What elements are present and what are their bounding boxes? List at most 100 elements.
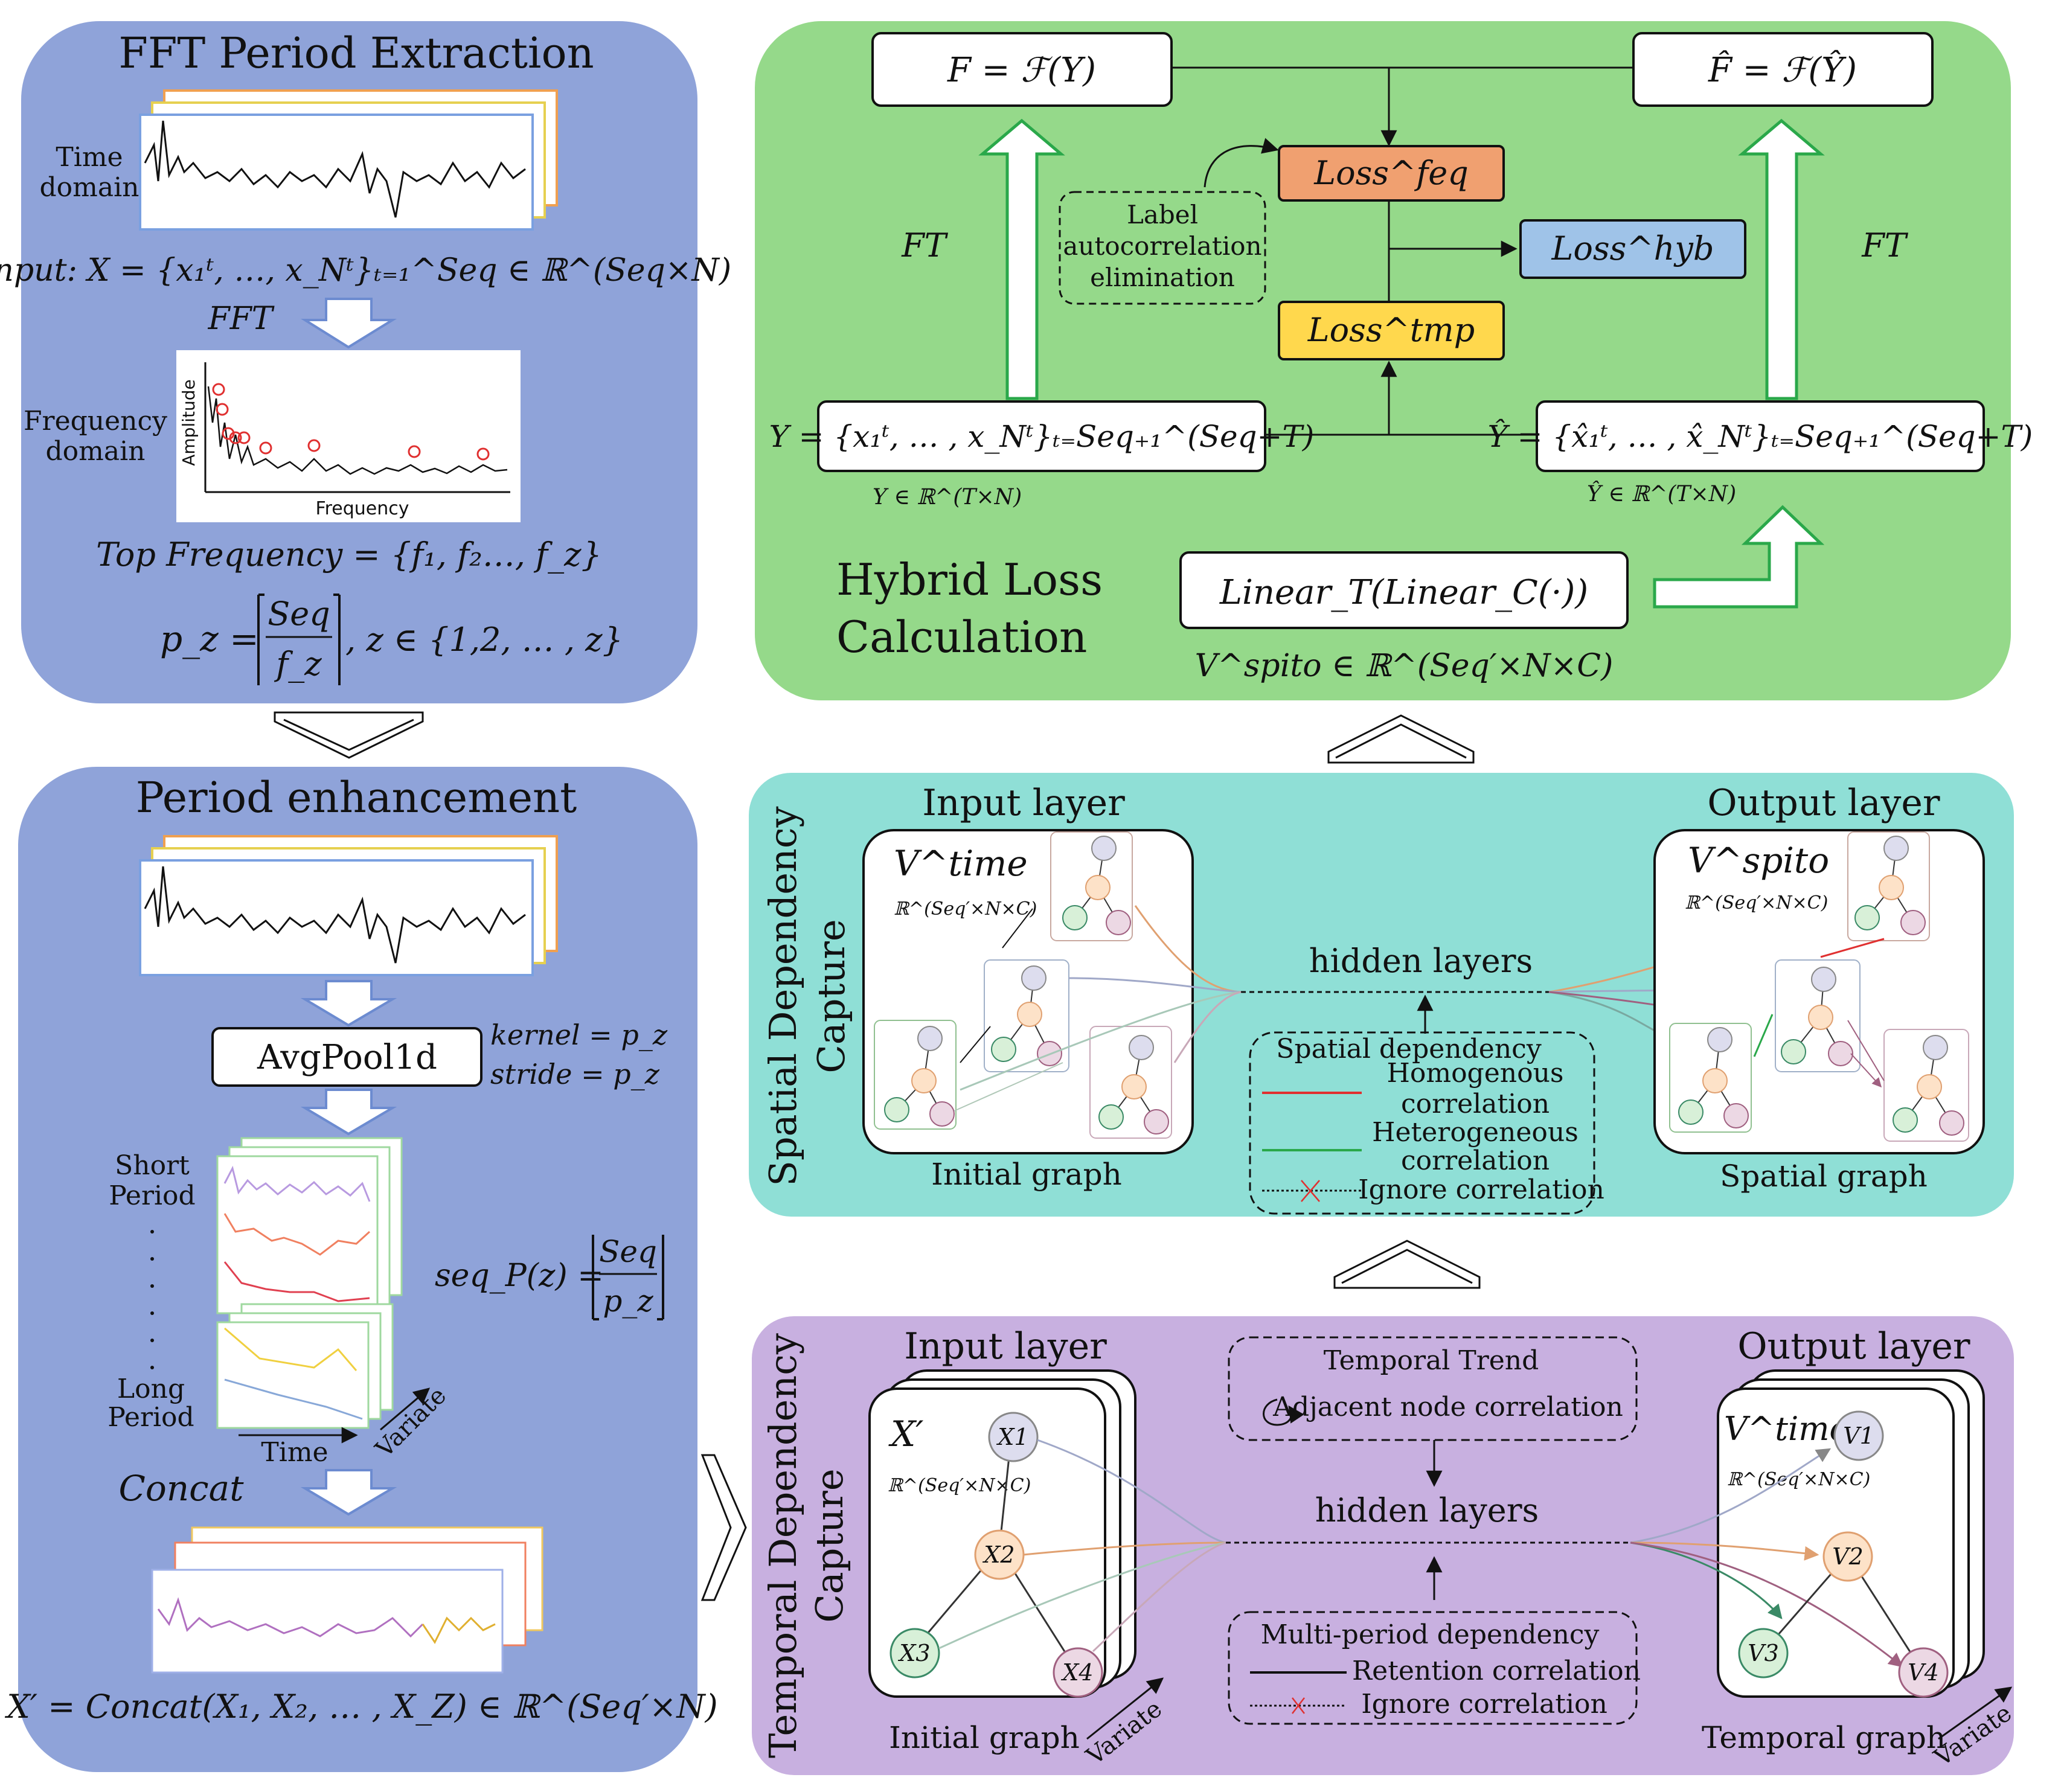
seqp-lhs: seq_P(z) =	[435, 1258, 604, 1294]
multi-period-box	[1228, 1611, 1638, 1725]
spatial-hidden-label: hidden layers	[1309, 942, 1533, 980]
long-period-label-2: Period	[107, 1402, 194, 1433]
heterogeneous-label-2: correlation	[1401, 1145, 1550, 1176]
temporal-side-2: Capture	[807, 1468, 851, 1622]
ft-right-label: FT	[1861, 226, 1908, 264]
output-mini-graph-4	[1883, 1029, 1969, 1142]
initial-mini-graph-3	[874, 1020, 957, 1130]
temporal-xprime: X′	[888, 1413, 923, 1454]
freq-plot	[176, 350, 521, 522]
time-domain-label-1: Time	[56, 142, 123, 173]
adjacent-loop-icon	[1263, 1398, 1304, 1426]
seqp-denominator: p_z	[603, 1284, 653, 1319]
y-space-label: Y ∈ ℝ^(T×N)	[873, 485, 1022, 510]
temporal-variate-arrow-in	[1086, 1677, 1164, 1740]
ignore-label: Ignore correlation	[1358, 1174, 1604, 1205]
stride-label: stride = p_z	[490, 1058, 660, 1090]
multi-period-title: Multi-period dependency	[1261, 1619, 1600, 1650]
amplitude-label: Amplitude	[179, 379, 199, 466]
ft-up-arrow-right	[1738, 118, 1825, 400]
homogenous-label-1: Homogenous	[1386, 1058, 1563, 1089]
x2-node-label: X2	[982, 1541, 1014, 1568]
avgpool-box	[211, 1027, 482, 1087]
spatial-side-1: Spatial Dependency	[761, 806, 805, 1186]
chevron-up-1	[1327, 714, 1475, 764]
temporal-input-layer: Input layer	[904, 1325, 1107, 1368]
yhat-box-label: Ŷ = {x̂₁ᵗ, … , x̂_Nᵗ}ₜ₌Seq₊₁^(Seq+T)	[1488, 418, 2033, 454]
loss-hyb-box	[1519, 219, 1746, 279]
time-axis-label: Time	[261, 1437, 328, 1468]
linear-to-yhat-arrow	[1653, 505, 1825, 609]
temporal-panel: Temporal Dependency Capture Input layer …	[752, 1316, 2017, 1775]
temporal-vtime: V^time	[1724, 1410, 1848, 1448]
loss-tmp-box	[1278, 301, 1505, 360]
y-box-label: Y = {x₁ᵗ, … , x_Nᵗ}ₜ₌Seq₊₁^(Seq+T)	[769, 419, 1315, 454]
short-period-label-2: Period	[109, 1180, 195, 1211]
frequency-axis-label: Frequency	[316, 498, 409, 519]
variate-axis-arrow	[380, 1387, 431, 1431]
hybrid-title-2: Calculation	[836, 612, 1087, 662]
v-nodes	[1738, 1410, 1949, 1698]
spatial-panel: Spatial Dependency Capture Input layer O…	[749, 773, 2014, 1217]
adjacent-label: Adjacent node correlation	[1272, 1392, 1623, 1422]
long-period-stack	[216, 1303, 394, 1429]
yhat-space-label: Ŷ ∈ ℝ^(T×N)	[1587, 481, 1736, 507]
time-series-line	[144, 120, 526, 218]
output-mini-graph-1	[1847, 831, 1930, 941]
homogenous-label-2: correlation	[1401, 1089, 1550, 1119]
initial-mini-graph-4	[1089, 1026, 1172, 1139]
f-box-label: F = ℱ(Y)	[947, 51, 1096, 90]
x4-node-label: X4	[1060, 1659, 1093, 1686]
top-frequency-formula: Top Frequency = {f₁, f₂…, f_z}	[96, 536, 602, 574]
ignore-cross-icon	[1301, 1180, 1320, 1202]
temporal-ignore-cross-icon	[1292, 1697, 1305, 1714]
temporal-side-1: Temporal Dependency	[761, 1333, 805, 1758]
pz-lhs: p_z =	[160, 618, 259, 659]
loss-feq-box	[1278, 145, 1505, 202]
x1-node-label: X1	[996, 1424, 1028, 1450]
loss-hyb-label: Loss^hyb	[1551, 229, 1714, 267]
label-autocorr-1: Label	[1127, 200, 1198, 229]
spatial-dep-title: Spatial dependency	[1276, 1034, 1542, 1064]
initial-mini-graph-1	[1050, 831, 1133, 941]
chevron-right-1	[700, 1454, 747, 1601]
ellipsis-dots	[150, 1230, 154, 1369]
retention-label: Retention correlation	[1352, 1656, 1641, 1686]
spatial-initial-graph-box	[862, 829, 1194, 1154]
ft-up-arrow-left	[978, 118, 1065, 400]
fft-label: FFT	[208, 301, 275, 337]
fhat-box	[1632, 32, 1934, 107]
pz-numerator: Seq	[268, 595, 330, 633]
temporal-graph-label: Temporal graph	[1702, 1720, 1946, 1755]
freq-domain-label-2: domain	[45, 436, 145, 467]
period-down-arrow-3	[300, 1469, 397, 1516]
spatial-output-graph-box	[1653, 829, 1985, 1154]
spatial-vtime: V^time	[894, 843, 1028, 884]
spatial-dep-legend	[1249, 1031, 1595, 1215]
temporal-space-out: ℝ^(Seq′×N×C)	[1727, 1469, 1870, 1490]
concat-label: Concat	[118, 1468, 244, 1509]
pz-denominator: f_z	[274, 645, 322, 683]
temporal-variate-arrow-out	[1938, 1686, 2013, 1740]
label-to-lossfeq-arrow	[1204, 138, 1279, 188]
period-down-arrow-1	[300, 980, 397, 1027]
initial-mini-graph-2	[984, 959, 1069, 1072]
temporal-initial-graph-label: Initial graph	[889, 1720, 1080, 1755]
label-autocorr-box	[1059, 191, 1266, 305]
temporal-output-layer: Output layer	[1737, 1325, 1970, 1368]
v3-node-label: V3	[1748, 1640, 1779, 1666]
temporal-hidden-label: hidden layers	[1315, 1491, 1539, 1529]
loss-tmp-label: Loss^tmp	[1307, 311, 1475, 349]
spatial-side-2: Capture	[809, 919, 853, 1073]
fhat-box-label: F̂ = ℱ(Ŷ)	[1708, 50, 1857, 90]
label-autocorr-3: elimination	[1090, 263, 1235, 292]
temporal-trend-box	[1228, 1336, 1638, 1441]
output-mini-graph-3	[1669, 1023, 1752, 1133]
v2-node-label: V2	[1832, 1543, 1864, 1570]
spatial-vspito: V^spito	[1688, 840, 1829, 881]
v4-node-label: V4	[1908, 1659, 1939, 1686]
concat-series	[157, 1597, 424, 1638]
yhat-box	[1536, 400, 1985, 472]
pz-rhs: , z ∈ {1,2, … , z}	[345, 621, 623, 659]
